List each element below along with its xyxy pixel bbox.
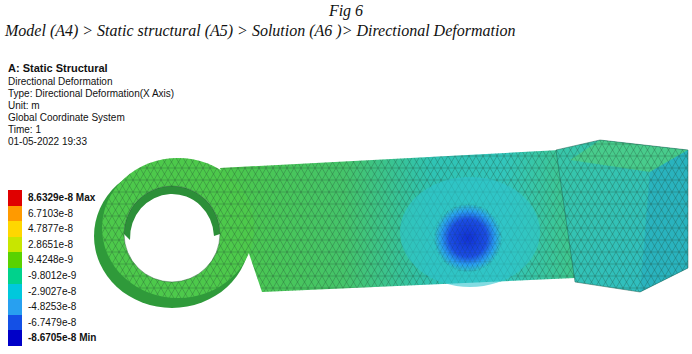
color-swatch — [8, 190, 22, 206]
figure-title: Fig 6 — [0, 2, 692, 20]
result-info-label: Time: 1 — [8, 124, 41, 136]
result-info-label: Unit: m — [8, 100, 40, 112]
legend-value: 4.7877e-8 — [28, 223, 73, 235]
color-swatch — [8, 268, 22, 284]
legend-value: 2.8651e-8 — [28, 239, 73, 251]
color-swatch — [8, 221, 22, 237]
result-info-label: Directional Deformation — [8, 76, 113, 88]
color-swatch — [8, 206, 22, 222]
legend-value: -2.9027e-8 — [28, 286, 76, 298]
color-swatch — [8, 237, 22, 253]
color-swatch — [8, 284, 22, 300]
color-swatch — [8, 315, 22, 331]
result-info-label: Global Coordinate System — [8, 112, 125, 124]
legend-value: -6.7479e-8 — [28, 317, 76, 329]
legend-value: -9.8012e-9 — [28, 270, 76, 282]
legend-value: 6.7103e-8 — [28, 208, 73, 220]
result-info-label: A: Static Structural — [8, 62, 108, 74]
color-swatch — [8, 299, 22, 315]
legend-value: 8.6329e-8 Max — [28, 192, 95, 204]
figure-caption: Model (A4) > Static structural (A5) > So… — [5, 22, 687, 40]
result-info-label: 01-05-2022 19:33 — [8, 136, 87, 148]
color-swatch — [8, 330, 22, 346]
color-swatch — [8, 252, 22, 268]
result-info-label: Type: Directional Deformation(X Axis) — [8, 88, 174, 100]
legend-value: -8.6705e-8 Min — [28, 332, 96, 344]
legend-value: -4.8253e-8 — [28, 301, 76, 313]
legend-value: 9.4248e-9 — [28, 254, 73, 266]
